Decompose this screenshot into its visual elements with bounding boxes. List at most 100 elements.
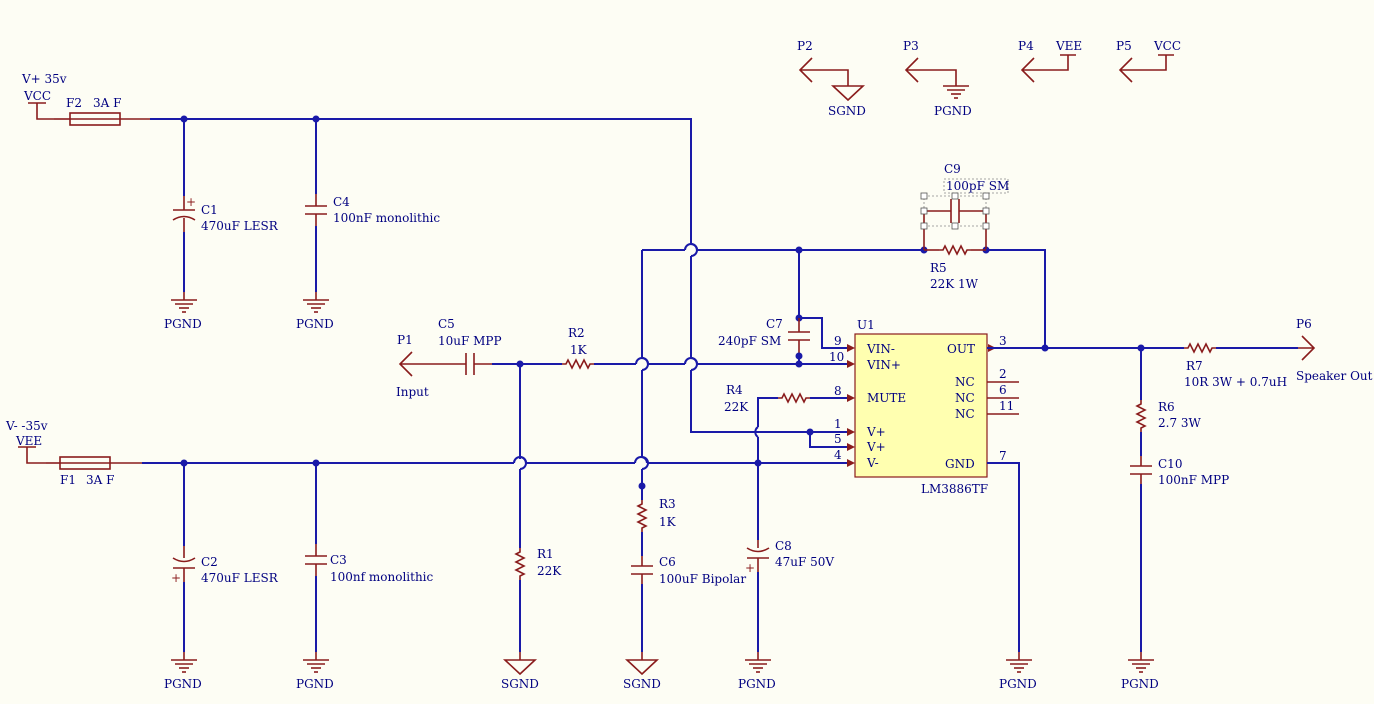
capacitor-c10-ref: C10 <box>1158 457 1182 471</box>
fuse-f1-value: 3A F <box>86 473 114 487</box>
resistor-r3-value: 1K <box>659 515 677 529</box>
ic-u1-part: LM3886TF <box>921 482 988 496</box>
ground-c2-label: PGND <box>164 677 202 691</box>
fuse-f2-ref: F2 <box>66 96 82 110</box>
port-p2-net: SGND <box>828 104 866 118</box>
capacitor-c1: + C1 470uF LESR PGND <box>164 119 279 331</box>
port-p3: P3 PGND <box>903 39 972 118</box>
capacitor-c9-value: 100pF SM <box>946 179 1009 193</box>
vee-supply: V- -35v VEE <box>5 419 48 464</box>
resistor-r2-ref: R2 <box>568 326 585 340</box>
resistor-r2-value: 1K <box>570 343 588 357</box>
capacitor-c1-ref: C1 <box>201 203 218 217</box>
pin-4-num: 4 <box>834 448 842 462</box>
port-p4-net: VEE <box>1055 39 1082 53</box>
port-p3-ref: P3 <box>903 39 919 53</box>
capacitor-c2-ref: C2 <box>201 555 218 569</box>
pin-11-num: 11 <box>999 399 1014 413</box>
capacitor-c1-value: 470uF LESR <box>201 219 279 233</box>
capacitor-c10: C10 100nF MPP PGND <box>1121 432 1229 691</box>
capacitor-c9: C9 100pF SM <box>920 162 1009 250</box>
port-p3-net: PGND <box>934 104 972 118</box>
fuse-f2: F2 3A F <box>54 96 150 126</box>
vee-net: VEE <box>15 434 42 448</box>
ground-r1-label: SGND <box>501 677 539 691</box>
pin-6-name: NC <box>955 391 975 405</box>
resistor-r1-ref: R1 <box>537 547 554 561</box>
svg-text:+: + <box>186 195 196 209</box>
port-p2: P2 SGND <box>797 39 866 118</box>
pin-10-name: VIN+ <box>866 358 901 372</box>
resistor-r6-ref: R6 <box>1158 400 1175 414</box>
port-p1-ref: P1 <box>397 333 413 347</box>
resistor-r4-ref: R4 <box>726 383 743 397</box>
fuse-f2-value: 3A F <box>93 96 121 110</box>
ground-c3-label: PGND <box>296 677 334 691</box>
ground-c6-label: SGND <box>623 677 661 691</box>
capacitor-c10-value: 100nF MPP <box>1158 473 1229 487</box>
pin-2-name: NC <box>955 375 975 389</box>
resistor-r4: R4 22K <box>724 383 855 463</box>
resistor-r5-ref: R5 <box>930 261 947 275</box>
resistor-r2: R2 1K <box>561 326 595 369</box>
capacitor-c4: C4 100nF monolithic PGND <box>296 119 440 331</box>
resistor-r5: R5 22K 1W <box>924 245 986 291</box>
pin-7-num: 7 <box>999 449 1007 463</box>
ground-c4-label: PGND <box>296 317 334 331</box>
capacitor-c3-ref: C3 <box>330 553 347 567</box>
pin-8-num: 8 <box>834 384 842 398</box>
ic-u1: U1 LM3886TF 9 10 8 1 5 4 3 2 6 11 7 VIN-… <box>829 318 1019 496</box>
resistor-r7-value: 10R 3W + 0.7uH <box>1184 375 1287 389</box>
resistor-r5-value: 22K 1W <box>930 277 979 291</box>
resistor-r3-ref: R3 <box>659 497 676 511</box>
pin-1-name: V+ <box>866 425 886 439</box>
port-p6-name: Speaker Out <box>1296 369 1373 383</box>
pin-5-num: 5 <box>834 432 842 446</box>
port-p1-name: Input <box>396 385 429 399</box>
capacitor-c3: C3 100nf monolithic PGND <box>296 463 434 691</box>
fuse-f1-ref: F1 <box>60 473 76 487</box>
svg-text:+: + <box>171 571 181 585</box>
capacitor-c3-value: 100nf monolithic <box>330 570 434 584</box>
port-p1: P1 Input <box>396 333 440 399</box>
port-p4-ref: P4 <box>1018 39 1034 53</box>
resistor-r6: R6 2.7 3W <box>1136 348 1202 433</box>
capacitor-c7-ref: C7 <box>766 317 783 331</box>
capacitor-c8: + C8 47uF 50V PGND <box>738 463 834 691</box>
capacitor-c9-ref: C9 <box>944 162 961 176</box>
fuse-f1: F1 3A F <box>46 456 142 487</box>
pin-9-name: VIN- <box>866 342 895 356</box>
capacitor-c6-ref: C6 <box>659 555 676 569</box>
vee-label: V- -35v <box>5 419 48 433</box>
pin-4-name: V- <box>866 456 879 470</box>
resistor-r3: R3 1K <box>637 497 677 533</box>
vcc-supply: V+ 35v VCC <box>21 72 67 120</box>
capacitor-c5: C5 10uF MPP <box>438 317 502 375</box>
capacitor-c6: C6 100uF Bipolar SGND <box>623 532 746 691</box>
svg-text:+: + <box>745 561 755 575</box>
pin-10-num: 10 <box>829 350 844 364</box>
port-p6-ref: P6 <box>1296 317 1312 331</box>
capacitor-c6-value: 100uF Bipolar <box>659 572 746 586</box>
pin-8-name: MUTE <box>867 391 906 405</box>
capacitor-c2-value: 470uF LESR <box>201 571 279 585</box>
ground-c1-label: PGND <box>164 317 202 331</box>
pin-3-name: OUT <box>947 342 975 356</box>
pin-9-num: 9 <box>834 334 842 348</box>
capacitor-c4-ref: C4 <box>333 195 350 209</box>
pin-6-num: 6 <box>999 383 1007 397</box>
ground-c8-label: PGND <box>738 677 776 691</box>
port-p6: P6 Speaker Out <box>1296 317 1373 383</box>
capacitor-c7: C7 240pF SM <box>718 250 847 364</box>
port-p5-net: VCC <box>1153 39 1181 53</box>
capacitor-c5-ref: C5 <box>438 317 455 331</box>
resistor-r6-value: 2.7 3W <box>1158 416 1202 430</box>
ground-u1-label: PGND <box>999 677 1037 691</box>
vcc-label: V+ 35v <box>21 72 67 86</box>
vcc-net: VCC <box>23 89 51 103</box>
port-p5-ref: P5 <box>1116 39 1132 53</box>
pin-2-num: 2 <box>999 367 1007 381</box>
pin-7-name: GND <box>945 457 975 471</box>
port-p2-ref: P2 <box>797 39 813 53</box>
